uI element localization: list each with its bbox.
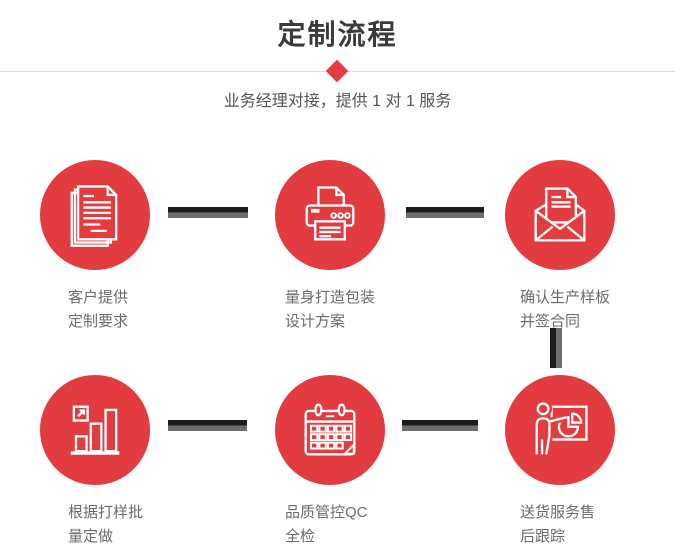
- step-label-batch-production: 根据打样批量定做: [68, 504, 144, 545]
- step-circle-packaging-design: [275, 160, 385, 270]
- presentation-icon: [523, 393, 597, 467]
- step-circle-delivery-tracking: [505, 375, 615, 485]
- connector-step2-step3: [406, 207, 484, 218]
- connector-step4-step5: [168, 420, 247, 431]
- step-label-packaging-design: 量身打造包装设计方案: [285, 289, 376, 330]
- printer-icon: [293, 178, 367, 252]
- bar-chart-icon: [58, 393, 132, 467]
- step-circle-confirm-sample: [505, 160, 615, 270]
- step-circle-customer-requirements: [40, 160, 150, 270]
- connector-step3-step6: [550, 328, 562, 368]
- envelope-icon: [523, 178, 597, 252]
- page-title: 定制流程: [277, 19, 398, 50]
- step-circle-batch-production: [40, 375, 150, 485]
- subtitle: 业务经理对接，提供 1 对 1 服务: [223, 93, 452, 110]
- diamond-icon: [325, 59, 349, 83]
- step-label-confirm-sample: 确认生产样板并签合同: [520, 289, 611, 330]
- connector-step5-step6: [402, 420, 478, 431]
- step-label-delivery-tracking: 送货服务售后跟踪: [520, 504, 596, 545]
- step-circle-quality-control: [275, 375, 385, 485]
- connector-step1-step2: [168, 207, 248, 218]
- step-label-customer-requirements: 客户提供定制要求: [68, 289, 129, 330]
- calendar-icon: [293, 393, 367, 467]
- documents-icon: [58, 178, 132, 252]
